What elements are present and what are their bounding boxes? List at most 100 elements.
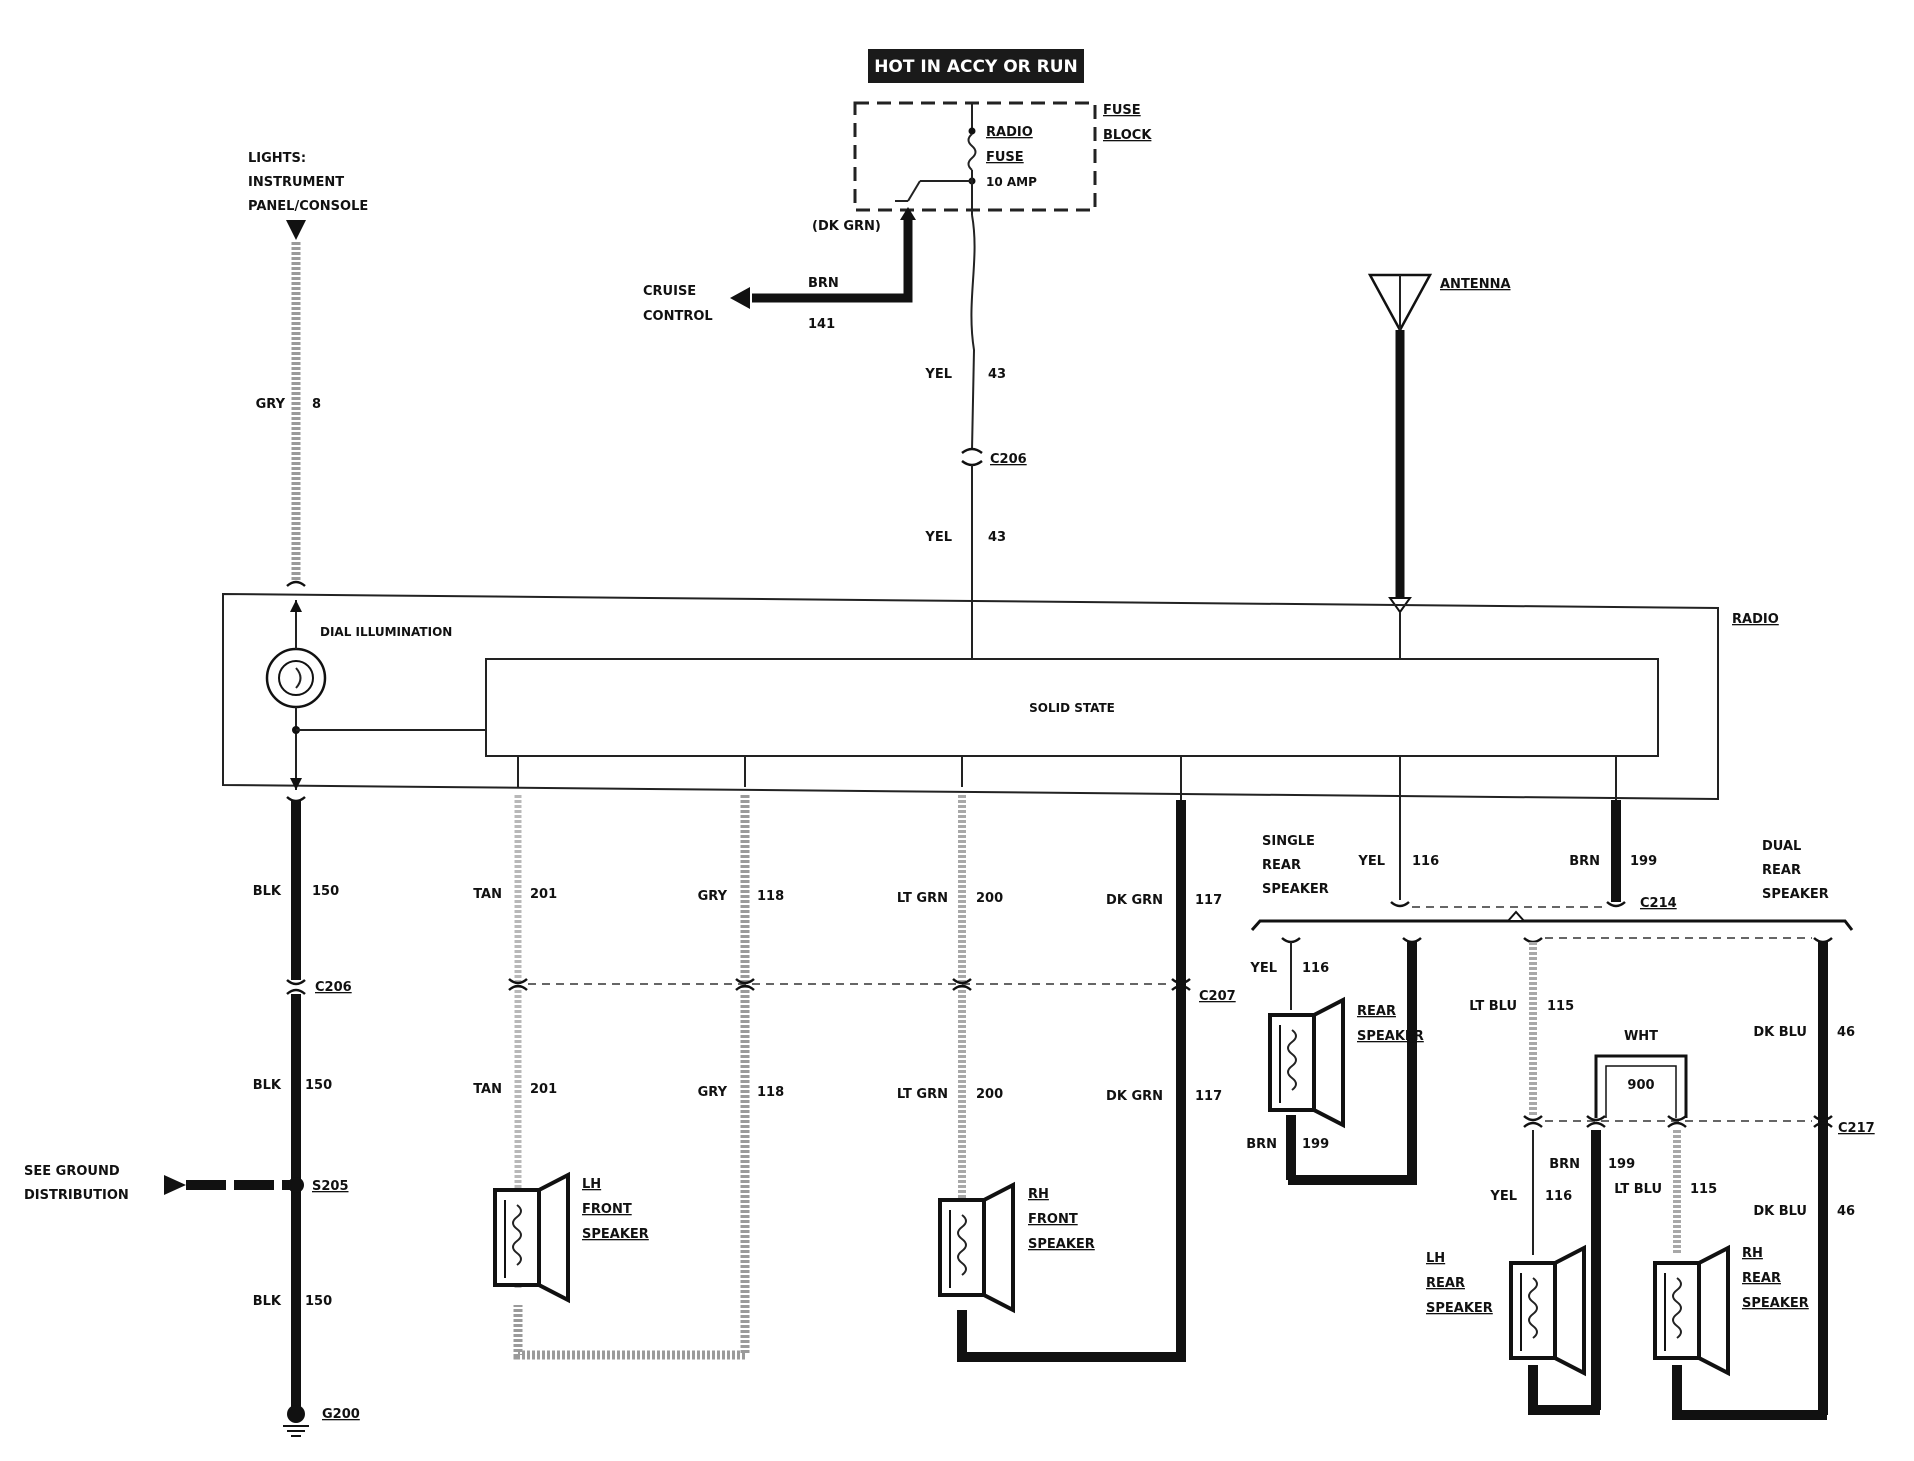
dual-ltblu-circuit-2: 115: [1690, 1182, 1717, 1197]
dkgrn-circuit-2: 117: [1195, 1089, 1222, 1104]
fuse-block: RADIO FUSE 10 AMP FUSE BLOCK (DK GRN): [812, 101, 1152, 234]
rh-front-speaker: RH FRONT SPEAKER: [938, 1181, 1095, 1314]
rear-brn-label: BRN: [1569, 854, 1600, 869]
tan-circuit-1: 201: [530, 887, 557, 902]
dual-dkblu-circuit-1: 46: [1837, 1025, 1855, 1040]
rh-front-label-1: RH: [1028, 1187, 1049, 1202]
fuse-block-title-1: FUSE: [1103, 103, 1141, 118]
single-rear-speaker-icon: [1268, 1013, 1316, 1112]
single-rear-label-3: SPEAKER: [1262, 882, 1329, 897]
ground-g200: G200: [322, 1407, 360, 1422]
rh-rear-label-2: REAR: [1742, 1271, 1781, 1286]
header-label: HOT IN ACCY OR RUN: [874, 57, 1078, 77]
dual-rear-speaker-option: WHT 900 C217 LT BLU 115 DK BLU 46 BRN 19…: [1426, 937, 1875, 1420]
tan-label-2: TAN: [473, 1082, 502, 1097]
splice-s205-dot: [288, 1177, 304, 1193]
single-rear-label-1: SINGLE: [1262, 834, 1315, 849]
lh-rear-label-1: LH: [1426, 1251, 1445, 1266]
single-rear-speaker-option: YEL 116 BRN 199 REAR SPEAKER: [1246, 937, 1424, 1185]
dual-dkblu-circuit-2: 46: [1837, 1204, 1855, 1219]
wht-circuit: 900: [1627, 1078, 1654, 1093]
fuse-symbol: [967, 133, 977, 171]
lh-front-speaker-icon: [493, 1188, 541, 1287]
fuse-name-2: FUSE: [986, 150, 1024, 165]
solid-state-label: SOLID STATE: [1029, 701, 1115, 715]
connector-c214: C214: [1640, 896, 1677, 911]
ground-distribution-arrow-icon: [164, 1175, 186, 1195]
lights-input: LIGHTS: INSTRUMENT PANEL/CONSOLE GRY 8: [248, 151, 368, 587]
see-ground-label-1: SEE GROUND: [24, 1164, 120, 1179]
ltgrn-label-1: LT GRN: [897, 891, 948, 906]
header-badge: [868, 49, 1084, 83]
ground-wire-color-2: BLK: [253, 1078, 282, 1093]
dkgrn-label-2: DK GRN: [1106, 1089, 1163, 1104]
dial-lamp-icon: [265, 647, 327, 709]
dual-rear-label-3: SPEAKER: [1762, 887, 1829, 902]
power-source-header: HOT IN ACCY OR RUN: [868, 49, 1084, 83]
dial-illumination-label: DIAL ILLUMINATION: [320, 625, 452, 639]
dkgrn-117-wire: [957, 800, 1186, 1362]
dual-ltblu-label-1: LT BLU: [1469, 999, 1517, 1014]
cruise-wire-color: BRN: [808, 276, 839, 291]
single-brn-circuit: 199: [1302, 1137, 1329, 1152]
lh-front-label-2: FRONT: [582, 1202, 632, 1217]
antenna-label: ANTENNA: [1440, 277, 1511, 292]
ground-connector-c206: C206: [315, 980, 352, 995]
dual-brn-label: BRN: [1549, 1157, 1580, 1172]
cruise-label-1: CRUISE: [643, 284, 696, 299]
ground-circuit: BLK 150 C206 BLK 150 S205 SEE GROUND DIS…: [24, 796, 360, 1437]
rh-front-label-3: SPEAKER: [1028, 1237, 1095, 1252]
fuse-name-1: RADIO: [986, 125, 1033, 140]
fuse-block-title-2: BLOCK: [1103, 128, 1152, 143]
ground-wire-circuit-2: 150: [305, 1078, 332, 1093]
lights-wire-circuit: 8: [312, 397, 321, 412]
ground-wire-circuit-1: 150: [312, 884, 339, 899]
rh-front-speaker-icon: [938, 1198, 986, 1297]
dkgrn-circuit-1: 117: [1195, 893, 1222, 908]
cruise-label-2: CONTROL: [643, 309, 713, 324]
lh-rear-label-3: SPEAKER: [1426, 1301, 1493, 1316]
tan-circuit-2: 201: [530, 1082, 557, 1097]
lights-arrow-icon: [286, 220, 306, 240]
single-yel-label: YEL: [1249, 961, 1277, 976]
ground-g200-icon: [287, 1405, 305, 1423]
gry-circuit-1: 118: [757, 889, 784, 904]
wht-label: WHT: [1624, 1029, 1658, 1044]
lh-rear-speaker-icon: [1509, 1261, 1557, 1360]
rear-outputs: YEL 116 BRN 199 C214 SINGLE REAR SPEAKER…: [1250, 756, 1854, 931]
ltgrn-circuit-2: 200: [976, 1087, 1003, 1102]
rh-rear-speaker-icon: [1653, 1261, 1701, 1360]
feed-color-a: YEL: [924, 367, 952, 382]
single-yel-circuit: 116: [1302, 961, 1329, 976]
dual-rear-label-1: DUAL: [1762, 839, 1801, 854]
ground-wire-circuit-3: 150: [305, 1294, 332, 1309]
gry-label-2: GRY: [698, 1085, 728, 1100]
dual-yel-circuit: 116: [1545, 1189, 1572, 1204]
connector-c217: C217: [1838, 1121, 1875, 1136]
antenna: ANTENNA: [1367, 273, 1511, 614]
lights-label-2: INSTRUMENT: [248, 175, 344, 190]
wht-900-jumper: [1594, 1054, 1688, 1118]
single-brn-label: BRN: [1246, 1137, 1277, 1152]
solid-state-module: [485, 658, 1659, 757]
fuse-tap-label: (DK GRN): [812, 219, 881, 234]
rear-option-bracket: [1250, 919, 1854, 931]
feed-connector: C206: [990, 452, 1027, 467]
radio-feed-wire: YEL 43 C206 YEL 43: [924, 214, 1027, 600]
lh-front-label-1: LH: [582, 1177, 601, 1192]
dual-ltblu-circuit-1: 115: [1547, 999, 1574, 1014]
cruise-control-branch: CRUISE CONTROL BRN 141: [643, 207, 916, 332]
rear-yel-label: YEL: [1357, 854, 1385, 869]
rh-rear-label-3: SPEAKER: [1742, 1296, 1809, 1311]
gry-118-wire: [513, 795, 750, 1360]
lights-wire-color: GRY: [256, 397, 286, 412]
radio-outline: [222, 592, 1719, 801]
feed-circuit-b: 43: [988, 530, 1006, 545]
rh-rear-label-1: RH: [1742, 1246, 1763, 1261]
radio-label: RADIO: [1732, 612, 1779, 627]
fuse-rating: 10 AMP: [986, 175, 1037, 189]
dkgrn-label-1: DK GRN: [1106, 893, 1163, 908]
radio-unit: RADIO DIAL ILLUMINATION SOLID STATE: [222, 592, 1779, 801]
